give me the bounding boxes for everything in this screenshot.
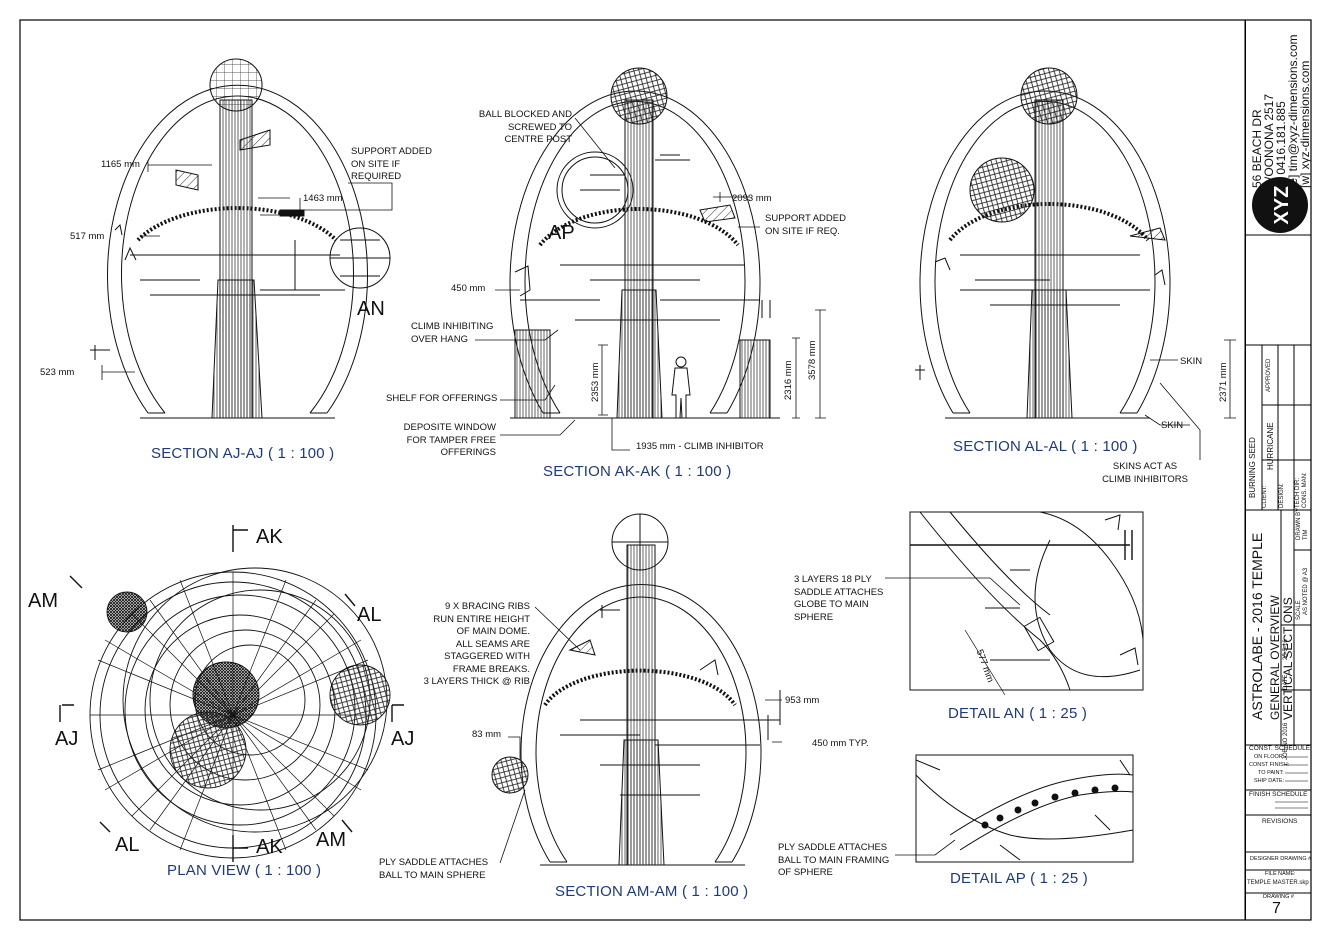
note-skin-2: SKIN — [1161, 420, 1184, 431]
tb-designer-drawing: DESIGNER DRAWING # — [1250, 856, 1312, 862]
note-skin-1: SKIN — [1180, 356, 1203, 367]
tb-client-label: CLIENT: — [1262, 485, 1268, 508]
note-ball-blocked: BALL BLOCKED AND SCREWED TO CENTRE POST — [478, 109, 572, 145]
title-detail-an: DETAIL AN ( 1 : 25 ) — [948, 705, 1088, 722]
dim-517: 517 mm — [70, 231, 105, 242]
note-bracing-ribs: 9 X BRACING RIBS RUN ENTIRE HEIGHT OF MA… — [423, 601, 530, 687]
dim-83: 83 mm — [472, 729, 502, 740]
marker-al-bottom: AL — [115, 834, 140, 856]
tb-finish-schedule: FINISH SCHEDULE — [1249, 791, 1308, 798]
tb-on-floor: ON FLOOR: — [1254, 754, 1285, 760]
logo-text: XYZ — [1271, 186, 1293, 225]
human-scale-figure — [671, 356, 691, 419]
tb-design-label: DESIGN: — [1279, 483, 1285, 508]
marker-aj-left: AJ — [55, 728, 79, 750]
dim-2353: 2353 mm — [590, 362, 601, 402]
sheet-border — [19, 19, 1312, 921]
tb-design: HURRICANE — [1266, 422, 1275, 470]
dim-3578: 3578 mm — [807, 340, 818, 380]
note-climb-inhibit: CLIMB INHIBITING OVER HANG — [411, 321, 494, 345]
dim-2316: 2316 mm — [783, 360, 794, 400]
tb-scale-label: SCALE — [1296, 600, 1302, 620]
tb-file-name-label: FILE NAME: — [1265, 871, 1296, 877]
plan-view-drawing — [59, 525, 404, 862]
tb-const-schedule: CONST. SCHEDULE — [1249, 745, 1311, 752]
tb-job: 2016 — [1283, 722, 1289, 736]
dim-1935: 1935 mm - CLIMB INHIBITOR — [636, 441, 764, 452]
tb-to-paint: TO PAINT: — [1258, 770, 1284, 776]
note-ply-saddle-ap: PLY SADDLE ATTACHES BALL TO MAIN FRAMING… — [778, 842, 890, 878]
marker-an: AN — [357, 298, 385, 320]
note-ply-saddle-am: PLY SADDLE ATTACHES BALL TO MAIN SPHERE — [379, 857, 489, 881]
tb-ship-date: SHIP DATE: — [1254, 778, 1285, 784]
tb-approved-label: APPROVED — [1266, 358, 1272, 392]
title-section-al: SECTION AL-AL ( 1 : 100 ) — [953, 438, 1138, 455]
title-section-aj: SECTION AJ-AJ ( 1 : 100 ) — [151, 445, 335, 462]
dim-2371: 2371 mm — [1218, 362, 1229, 402]
tb-date: 25-5-16 — [1283, 639, 1289, 660]
section-aj-drawing — [90, 58, 393, 419]
marker-ak-top: AK — [256, 526, 283, 548]
tb-revisions: REVISIONS — [1262, 818, 1298, 825]
dim-1165: 1165 mm — [101, 159, 140, 170]
title-block: 56 BEACH DR WOONONA 2517 [t] 0416.181.88… — [1245, 20, 1312, 920]
marker-ap: AP — [548, 222, 575, 244]
tb-tech-label: TECH DIR: — [1295, 478, 1301, 508]
xyz-logo: XYZ — [1252, 177, 1308, 233]
section-al-drawing — [915, 67, 1236, 460]
tb-client: BURNING SEED — [1248, 437, 1257, 498]
title-detail-ap: DETAIL AP ( 1 : 25 ) — [950, 870, 1088, 887]
tb-cons-label: CONS. MAN: — [1302, 472, 1308, 508]
note-support-ak: SUPPORT ADDED ON SITE IF REQ. — [765, 213, 846, 237]
tb-drawn-label: DRAWN BY — [1296, 507, 1302, 540]
title-plan-view: PLAN VIEW ( 1 : 100 ) — [167, 862, 322, 879]
detail-an-drawing — [885, 511, 1144, 696]
dim-2093: 2093 mm — [732, 193, 772, 204]
note-skins-act: SKINS ACT AS CLIMB INHIBITORS — [1102, 461, 1188, 485]
dim-1463: 1463 mm — [303, 193, 343, 204]
tb-drawing-label: DRAWING # — [1263, 894, 1294, 900]
note-three-layers: 3 LAYERS 18 PLY SADDLE ATTACHES GLOBE TO… — [794, 574, 884, 623]
tb-scale: AS NOTED @ A3 — [1303, 567, 1309, 615]
tb-const-finish: CONST FINISH: — [1249, 762, 1290, 768]
tb-sheet1: GENERAL OVERVIEW — [1268, 595, 1282, 720]
tb-drawing-no: 7 — [1272, 900, 1281, 917]
tb-project: ASTROLABE - 2016 TEMPLE — [1249, 532, 1265, 720]
tb-drawn: TIM — [1303, 529, 1309, 540]
marker-al-top: AL — [357, 604, 382, 626]
section-ak-drawing — [475, 67, 826, 451]
tb-web: [w] xyz-dimensions.com — [1298, 60, 1312, 188]
marker-am-top: AM — [28, 590, 58, 612]
tb-date-label: DATE — [1283, 674, 1289, 690]
title-section-am: SECTION AM-AM ( 1 : 100 ) — [555, 883, 749, 900]
detail-ap-drawing — [895, 754, 1134, 863]
note-support-aj: SUPPORT ADDED ON SITE IF REQUIRED — [351, 146, 432, 182]
note-deposite: DEPOSITE WINDOW FOR TAMPER FREE OFFERING… — [403, 422, 496, 458]
section-am-drawing — [491, 513, 782, 866]
marker-am-bottom: AM — [316, 829, 346, 851]
dim-523: 523 mm — [40, 367, 75, 378]
note-shelf: SHELF FOR OFFERINGS — [386, 393, 498, 404]
dim-953: 953 mm — [785, 695, 820, 706]
dim-450: 450 mm — [451, 283, 486, 294]
title-section-ak: SECTION AK-AK ( 1 : 100 ) — [543, 463, 732, 480]
dim-450-typ: 450 mm TYP. — [812, 738, 869, 749]
marker-ak-bottom: AK — [256, 836, 283, 858]
tb-file-name: TEMPLE MASTER.skp — [1247, 880, 1309, 886]
marker-aj-right: AJ — [391, 728, 415, 750]
